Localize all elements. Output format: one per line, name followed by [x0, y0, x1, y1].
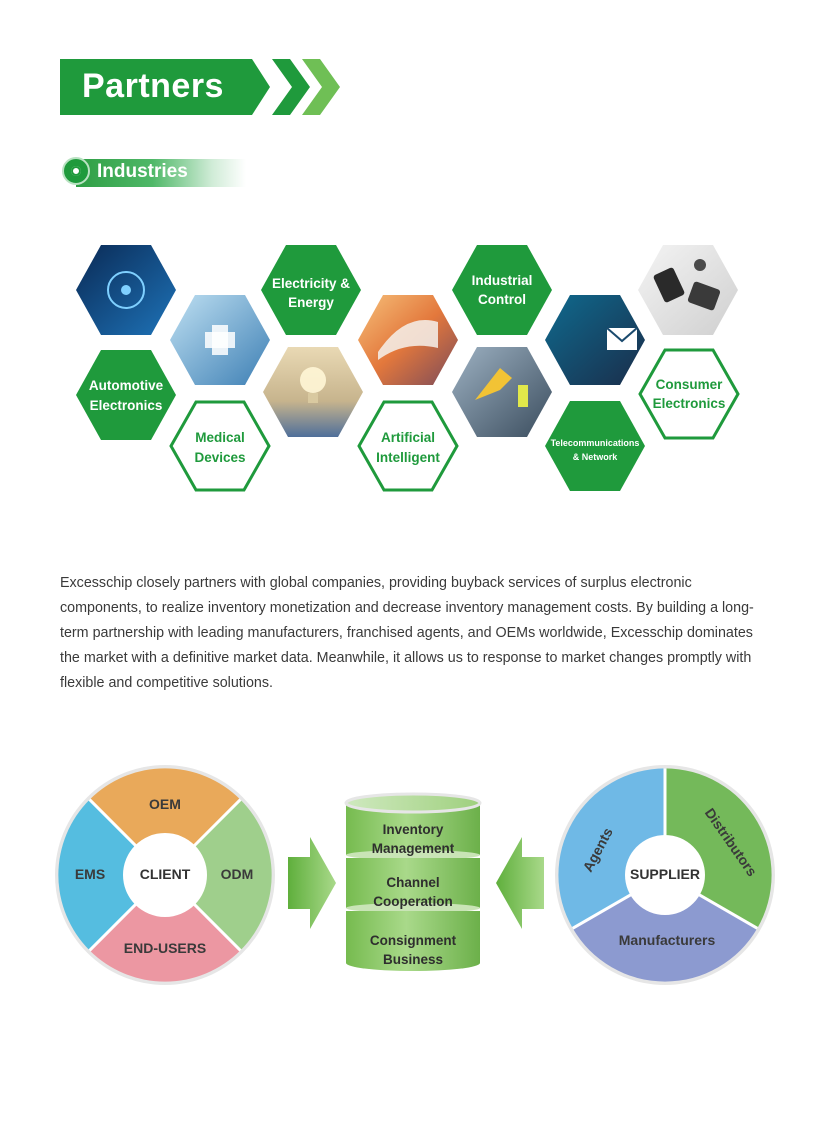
industry-label: Electronics — [653, 396, 726, 411]
telecom-photo-hexagon — [545, 295, 645, 385]
partnership-diagram: CLIENT OEM ODM END-USERS EMS Inventory M… — [55, 765, 775, 985]
arrow-left-icon — [496, 837, 544, 929]
industry-label: Electricity & — [272, 276, 350, 291]
industry-label: Control — [478, 292, 526, 307]
industry-label: Electronics — [90, 398, 163, 413]
end-users-label: END-USERS — [124, 940, 206, 956]
stack-layer-consignment — [346, 911, 480, 971]
industry-label: Energy — [288, 295, 334, 310]
section-heading: Industries — [60, 156, 250, 190]
ems-label: EMS — [75, 866, 105, 882]
odm-label: ODM — [221, 866, 254, 882]
industry-label: Intelligent — [376, 450, 440, 465]
industry-automotive-electronics — [76, 350, 176, 440]
supplier-center — [625, 835, 705, 915]
industry-consumer-electronics — [638, 348, 740, 440]
chevron-right-icon — [302, 59, 340, 115]
industry-label: & Network — [573, 452, 619, 462]
industry-label: Automotive — [89, 378, 164, 393]
target-icon — [62, 157, 90, 185]
robot-arm-icon — [475, 368, 512, 400]
phone-icon — [653, 267, 685, 303]
stack-label: Business — [383, 952, 443, 967]
industry-label: Telecommunications — [551, 438, 640, 448]
client-wheel: CLIENT OEM ODM END-USERS EMS — [55, 765, 275, 985]
stack-layer-channel — [346, 858, 480, 908]
steering-icon — [107, 271, 145, 309]
oem-segment — [89, 768, 241, 875]
industry-electricity-energy — [261, 245, 361, 335]
industry-artificial-intelligent — [357, 400, 459, 492]
stack-label: Management — [372, 841, 455, 856]
industry-medical-devices — [169, 400, 271, 492]
industry-industrial-control — [452, 245, 552, 335]
industry-label: Industrial — [472, 273, 533, 288]
client-center — [123, 833, 207, 917]
factory-photo-hexagon — [452, 347, 552, 437]
consumer-photo-hexagon — [638, 245, 738, 335]
title-banner-shape — [60, 59, 340, 115]
supplier-center-label: SUPPLIER — [630, 866, 700, 882]
industry-label: Devices — [194, 450, 245, 465]
ems-segment — [58, 799, 165, 951]
page-title-banner: Partners — [60, 59, 350, 115]
odm-segment — [165, 799, 272, 951]
stack-label: Channel — [386, 875, 439, 890]
chevron-right-icon — [272, 59, 310, 115]
stack-label: Consignment — [370, 933, 457, 948]
page-title: Partners — [82, 67, 224, 105]
stack-label: Inventory — [383, 822, 444, 837]
lightbulb-icon — [300, 367, 326, 393]
section-heading-bar — [76, 159, 246, 187]
section-heading-label: Industries — [97, 161, 188, 182]
oem-label: OEM — [149, 796, 181, 812]
client-center-label: CLIENT — [140, 866, 191, 882]
end-users-segment — [89, 875, 241, 982]
industries-honeycomb: Electricity & Energy Industrial Control … — [76, 245, 740, 492]
services-stack: Inventory Management Channel Cooperation… — [344, 792, 482, 971]
manufacturers-label: Manufacturers — [619, 932, 716, 948]
stack-label: Cooperation — [373, 894, 453, 909]
industry-label: Artificial — [381, 430, 435, 445]
industry-label: Consumer — [656, 377, 724, 392]
supplier-wheel: SUPPLIER Agents Distributors Manufacture… — [555, 765, 775, 985]
industry-label: Medical — [195, 430, 245, 445]
manufacturers-segment — [572, 875, 758, 982]
train-icon — [378, 320, 438, 360]
partners-description: Excesschip closely partners with global … — [60, 575, 754, 691]
arrow-right-icon — [288, 837, 336, 929]
industry-telecommunications — [545, 401, 645, 491]
